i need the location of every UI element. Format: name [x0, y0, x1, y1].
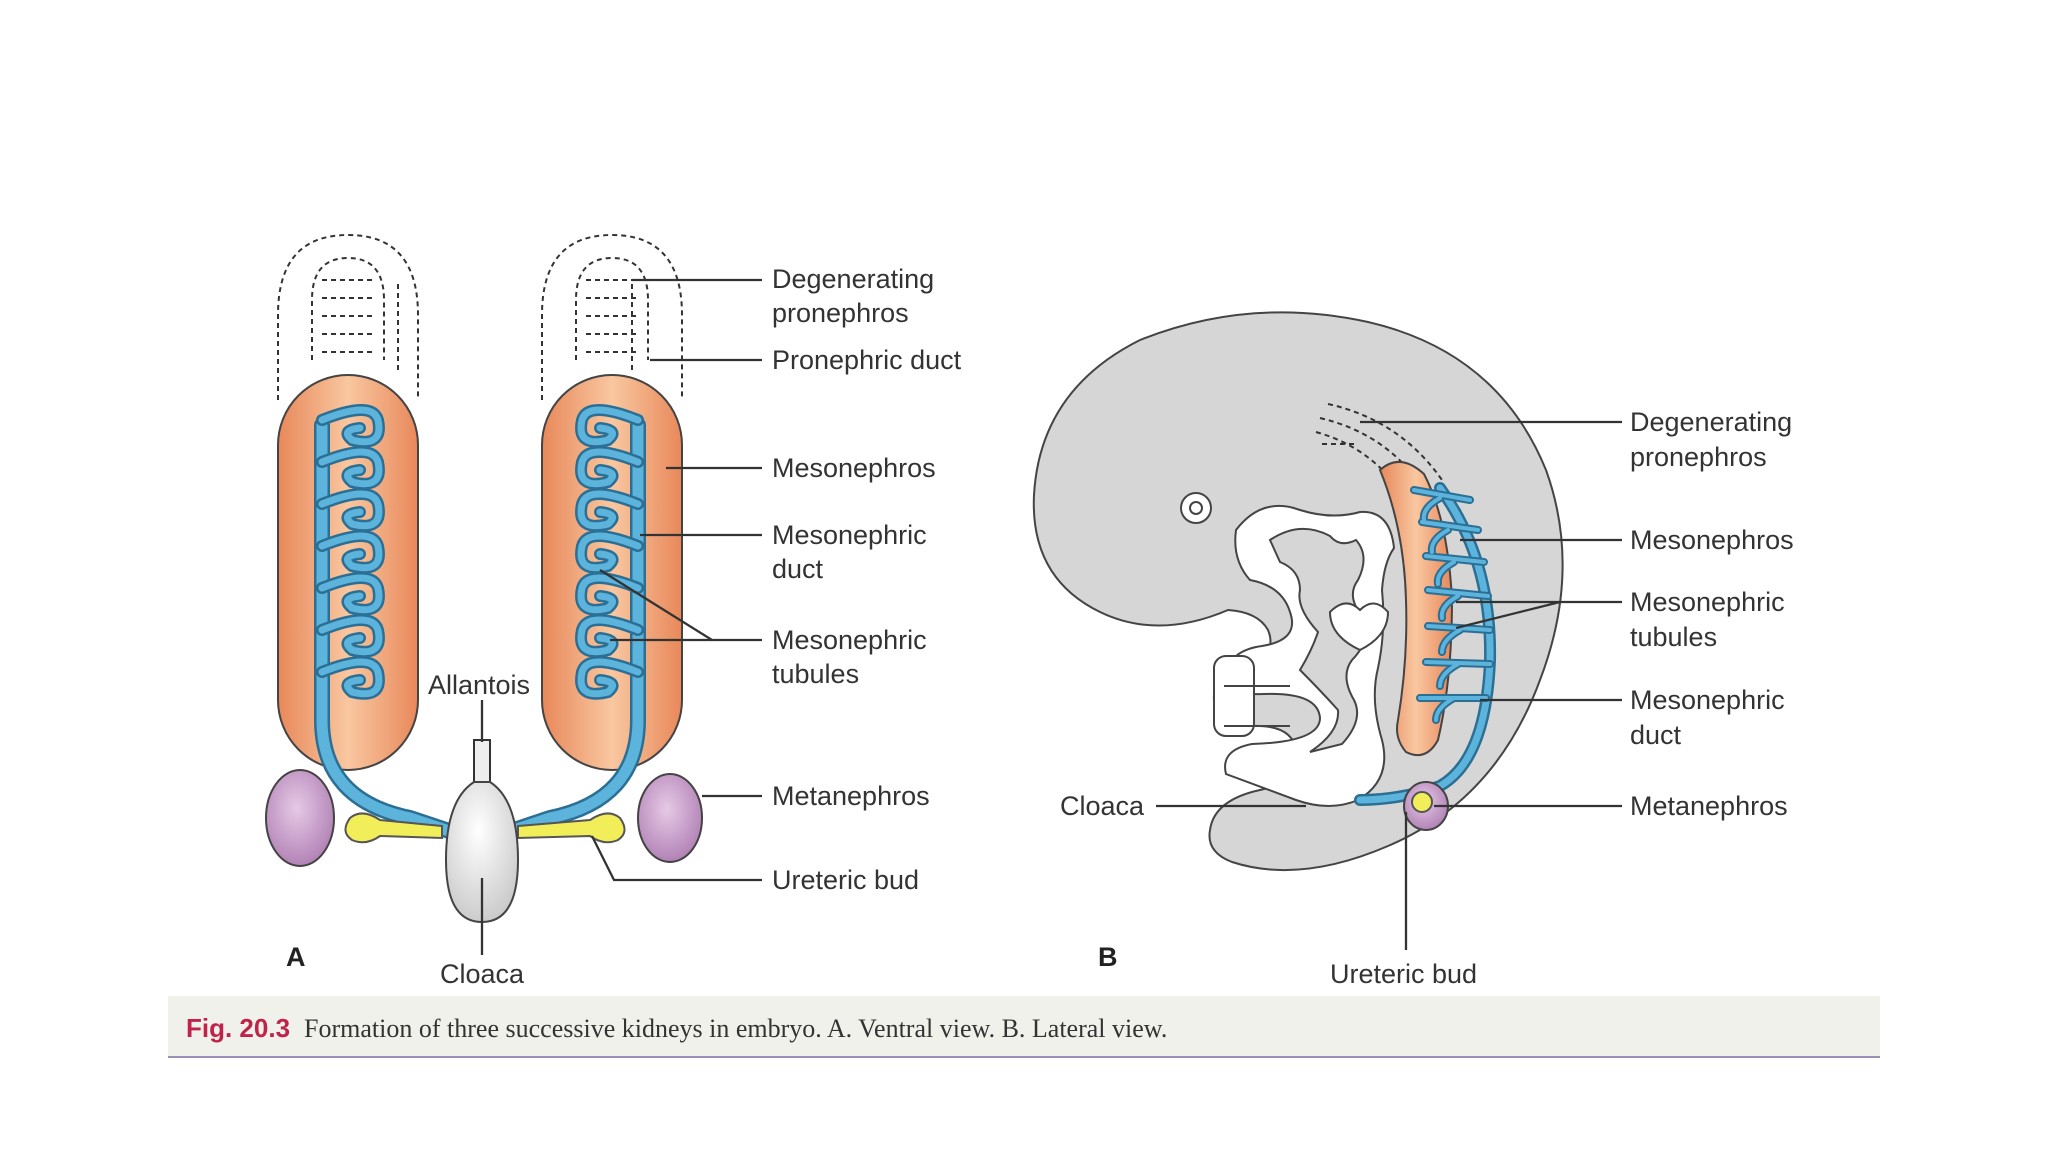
label-metanephros-b: Metanephros	[1630, 791, 1788, 821]
mesonephric-tubules-a	[316, 404, 644, 700]
embryo-eye	[1180, 492, 1212, 524]
figure-number: Fig. 20.3	[186, 1013, 291, 1043]
label-metanephros-a: Metanephros	[772, 781, 930, 811]
allantois-stalk	[473, 739, 491, 785]
panel-a: Degenerating pronephros Pronephric duct …	[265, 233, 962, 989]
label-cloaca-a: Cloaca	[440, 959, 525, 989]
panel-letter-a: A	[286, 942, 306, 972]
label-mesonephric-duct-a-1: Mesonephric	[772, 520, 927, 550]
label-ureteric-bud-b: Ureteric bud	[1330, 959, 1477, 989]
label-ureteric-bud-a: Ureteric bud	[772, 865, 919, 895]
ureteric-buds-a	[344, 812, 626, 844]
foregut-tube	[1213, 655, 1255, 737]
label-mesonephric-duct-b-2: duct	[1630, 720, 1682, 750]
mesonephric-ducts-a	[314, 417, 646, 846]
label-mesonephric-duct-b-1: Mesonephric	[1630, 685, 1785, 715]
label-mesonephric-tubules-b-2: tubules	[1630, 622, 1717, 652]
figure-caption: Fig. 20.3 Formation of three successive k…	[186, 1013, 1167, 1044]
label-pronephric-duct-a: Pronephric duct	[772, 345, 962, 375]
label-mesonephric-tubules-a-2: tubules	[772, 659, 859, 689]
label-cloaca-b: Cloaca	[1060, 791, 1145, 821]
label-mesonephros-a: Mesonephros	[772, 453, 936, 483]
label-mesonephros-b: Mesonephros	[1630, 525, 1794, 555]
label-mesonephric-tubules-a-1: Mesonephric	[772, 625, 927, 655]
caption-bar	[168, 996, 1880, 1058]
label-allantois: Allantois	[428, 670, 530, 700]
ureteric-bud-b	[1411, 791, 1433, 813]
pronephros-outline-left	[277, 233, 419, 400]
panel-b: Degenerating pronephros Mesonephros Meso…	[1032, 311, 1794, 989]
heart	[1328, 602, 1390, 652]
label-mesonephric-tubules-b-1: Mesonephric	[1630, 587, 1785, 617]
label-mesonephric-duct-a-2: duct	[772, 554, 824, 584]
label-degenerating-pronephros-b-2: pronephros	[1630, 442, 1767, 472]
panel-letter-b: B	[1098, 942, 1118, 972]
metanephros-left	[265, 769, 335, 867]
label-degenerating-pronephros-a-1: Degenerating	[772, 264, 934, 294]
figure-caption-text: Formation of three successive kidneys in…	[304, 1014, 1168, 1043]
label-degenerating-pronephros-a-2: pronephros	[772, 298, 909, 328]
metanephros-right	[637, 773, 703, 863]
label-degenerating-pronephros-b-1: Degenerating	[1630, 407, 1792, 437]
mesonephric-tubules-b	[1410, 486, 1494, 724]
